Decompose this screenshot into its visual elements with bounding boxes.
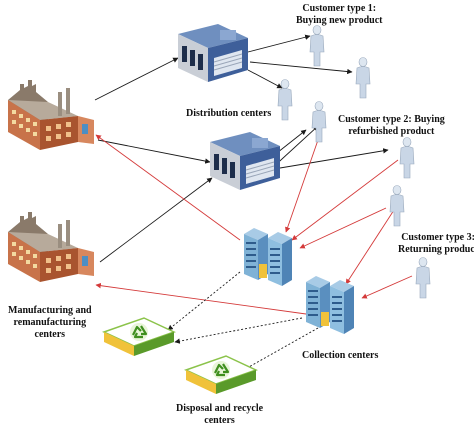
customer-type-3-title: Customer type 3: [401, 232, 474, 243]
recycle-icon [102, 316, 176, 358]
disposal-centers-label: Disposal and recycle centers [176, 403, 263, 427]
flow-mfg1-dist2 [97, 139, 211, 164]
manufacturing-line-2: remanufacturing [13, 317, 87, 328]
return-collect1-mfg1 [95, 134, 241, 241]
server-icon [306, 276, 354, 334]
customer-type-2-title: Customer type 2: Buying [338, 114, 445, 125]
customer-type-3-label: Customer type 3: Returning product [398, 232, 474, 256]
dispose-collect1-recycle1 [167, 271, 241, 331]
person-icon [277, 79, 293, 121]
person-icon [415, 257, 431, 299]
return-cust2b-collect1 [291, 159, 399, 241]
manufacturing-centers-label: Manufacturing and remanufacturing center… [8, 305, 92, 341]
collection-centers-label: Collection centers [302, 350, 379, 361]
person-icon [355, 57, 371, 99]
return-collect2-mfg2 [95, 282, 307, 315]
person-icon [309, 25, 325, 67]
return-cust3b-collect2 [361, 275, 413, 299]
return-cust3-collect1 [299, 207, 387, 249]
customer-type-2-label: Customer type 2: Buying refurbished prod… [338, 114, 445, 138]
warehouse-icon [209, 131, 281, 191]
disposal-line-1: Disposal and recycle [176, 403, 264, 414]
manufacturing-line-1: Manufacturing and [8, 305, 92, 316]
distribution-centers-label: Distribution centers [186, 108, 272, 119]
forward-flows [94, 34, 389, 263]
recycle-icon [184, 354, 258, 396]
disposal-line-2: centers [204, 415, 235, 426]
flow-dist1-cust-c [247, 69, 283, 89]
factory-icon [8, 212, 94, 282]
manufacturing-line-3: centers [34, 329, 66, 340]
reverse-flows [95, 134, 413, 315]
customer-type-1-title: Customer type 1: [302, 3, 377, 14]
flow-mfg1-dist1 [94, 57, 179, 101]
flow-dist1-cust-a [247, 34, 311, 53]
person-icon [399, 137, 415, 179]
return-cust3-collect2 [345, 209, 395, 285]
flow-dist1-cust-b [249, 61, 353, 75]
disposal-flows [167, 271, 319, 373]
customer-type-3-desc: Returning product [398, 244, 474, 255]
customer-type-1-label: Customer type 1: Buying new product [296, 3, 383, 27]
return-cust2-collect1 [285, 139, 319, 233]
customer-type-1-desc: Buying new product [296, 15, 383, 26]
dispose-collect2-recycle2 [239, 327, 319, 373]
factory-icon [8, 80, 94, 150]
person-icon [311, 101, 327, 143]
flow-mfg2-dist2 [99, 177, 213, 263]
server-icon [244, 228, 292, 286]
flow-dist2-cust-e [279, 148, 389, 169]
warehouse-icon [177, 23, 249, 83]
person-icon [389, 185, 405, 227]
dispose-collect2-recycle1 [174, 317, 303, 344]
customer-type-2-desc: refurbished product [348, 126, 435, 137]
